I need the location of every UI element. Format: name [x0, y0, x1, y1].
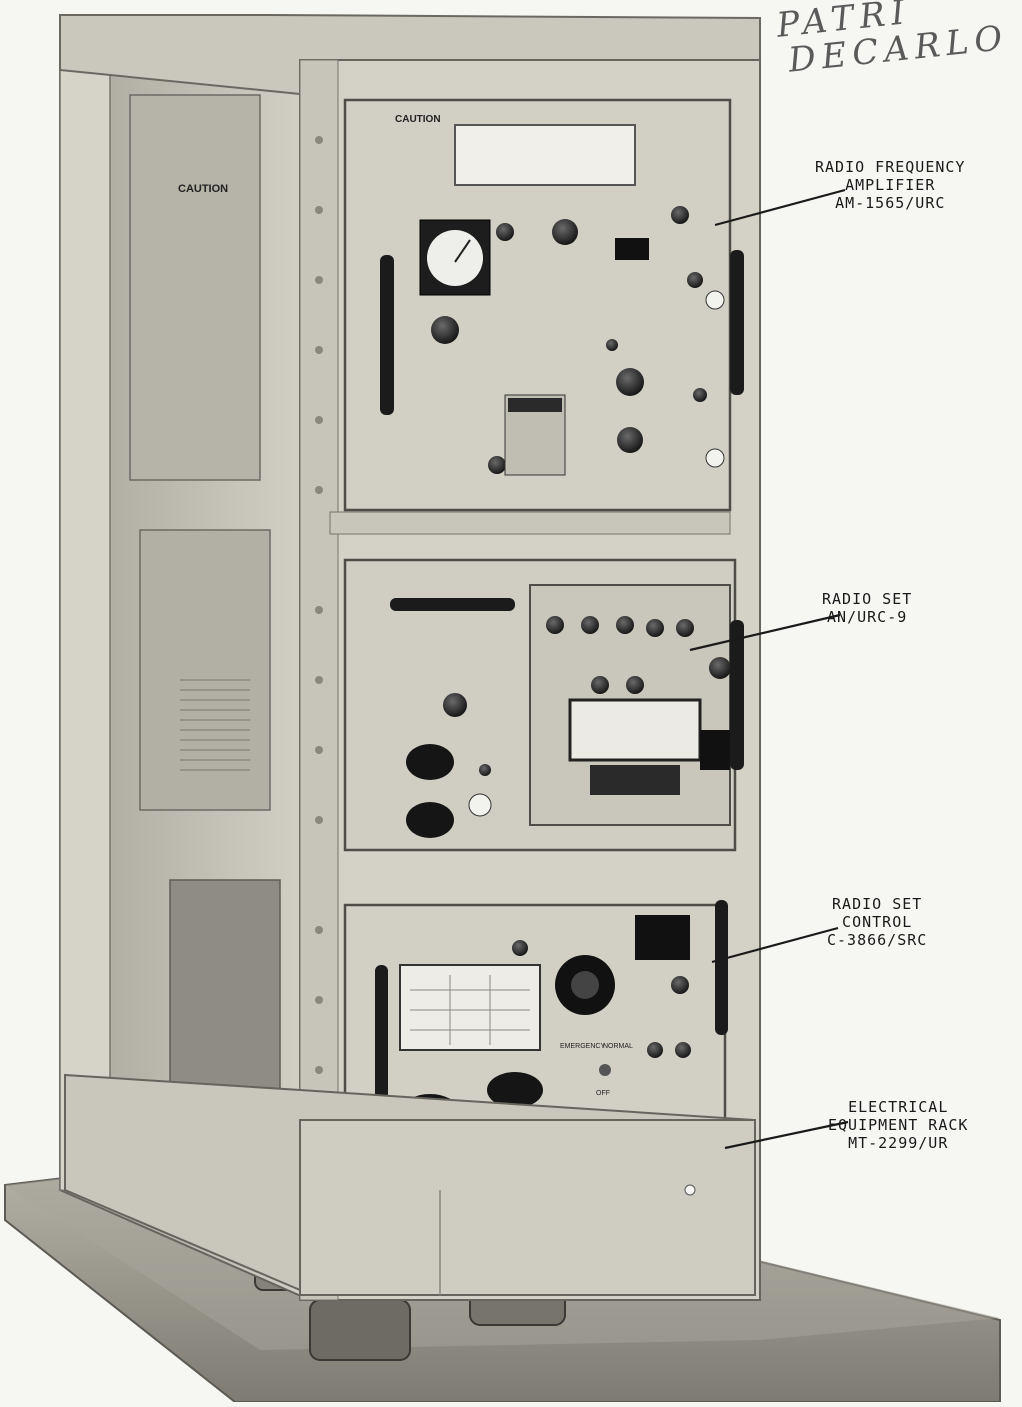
- rack-left-post: [59, 39, 111, 1196]
- rack-base-front: [299, 1119, 756, 1296]
- side-caution-label: CAUTION: [178, 183, 228, 195]
- callout-equipment-rack-line-1: ELECTRICAL: [848, 1098, 949, 1116]
- side-panel-vent: [139, 529, 271, 811]
- callout-radio-set-line-2: AN/URC-9: [827, 608, 908, 626]
- side-panel-caution: [129, 94, 261, 481]
- callout-rf-amplifier-line-2: AMPLIFIER: [845, 176, 936, 194]
- switch-normal-label: NORMAL: [603, 1043, 633, 1050]
- radio-set-unit: [343, 558, 744, 852]
- callout-radio-set-control-line-1: RADIO SET: [832, 895, 923, 913]
- caution-panel-label: CAUTION: [395, 114, 441, 125]
- callout-radio-set-line-1: RADIO SET: [822, 590, 913, 608]
- callout-equipment-rack-line-3: MT-2299/UR: [848, 1134, 949, 1152]
- perforated-shelf: [329, 511, 731, 535]
- callout-rf-amplifier-line-3: AM-1565/URC: [835, 194, 946, 212]
- vent-louvres: [180, 679, 250, 771]
- callout-rf-amplifier: RADIO FREQUENCY AMPLIFIER AM-1565/URC: [815, 158, 965, 212]
- side-panel-lower: [169, 879, 281, 1091]
- callout-radio-set-control: RADIO SET CONTROL C-3866/SRC: [827, 895, 927, 949]
- callout-radio-set-control-line-2: CONTROL: [842, 913, 913, 931]
- callout-equipment-rack-line-2: EQUIPMENT RACK: [828, 1116, 969, 1134]
- callout-equipment-rack: ELECTRICAL EQUIPMENT RACK MT-2299/UR: [828, 1098, 968, 1152]
- rail-bolts: [315, 136, 323, 1144]
- callout-leader-lines: [689, 188, 849, 1150]
- callout-rf-amplifier-line-1: RADIO FREQUENCY: [815, 158, 966, 176]
- switch-off-label: OFF: [596, 1090, 610, 1097]
- switch-emergency-label: EMERGENCY: [560, 1043, 605, 1050]
- callout-radio-set-control-line-3: C-3866/SRC: [827, 931, 928, 949]
- callout-radio-set: RADIO SET AN/URC-9: [822, 590, 912, 626]
- rf-amplifier-unit: CAUTION: [343, 98, 744, 512]
